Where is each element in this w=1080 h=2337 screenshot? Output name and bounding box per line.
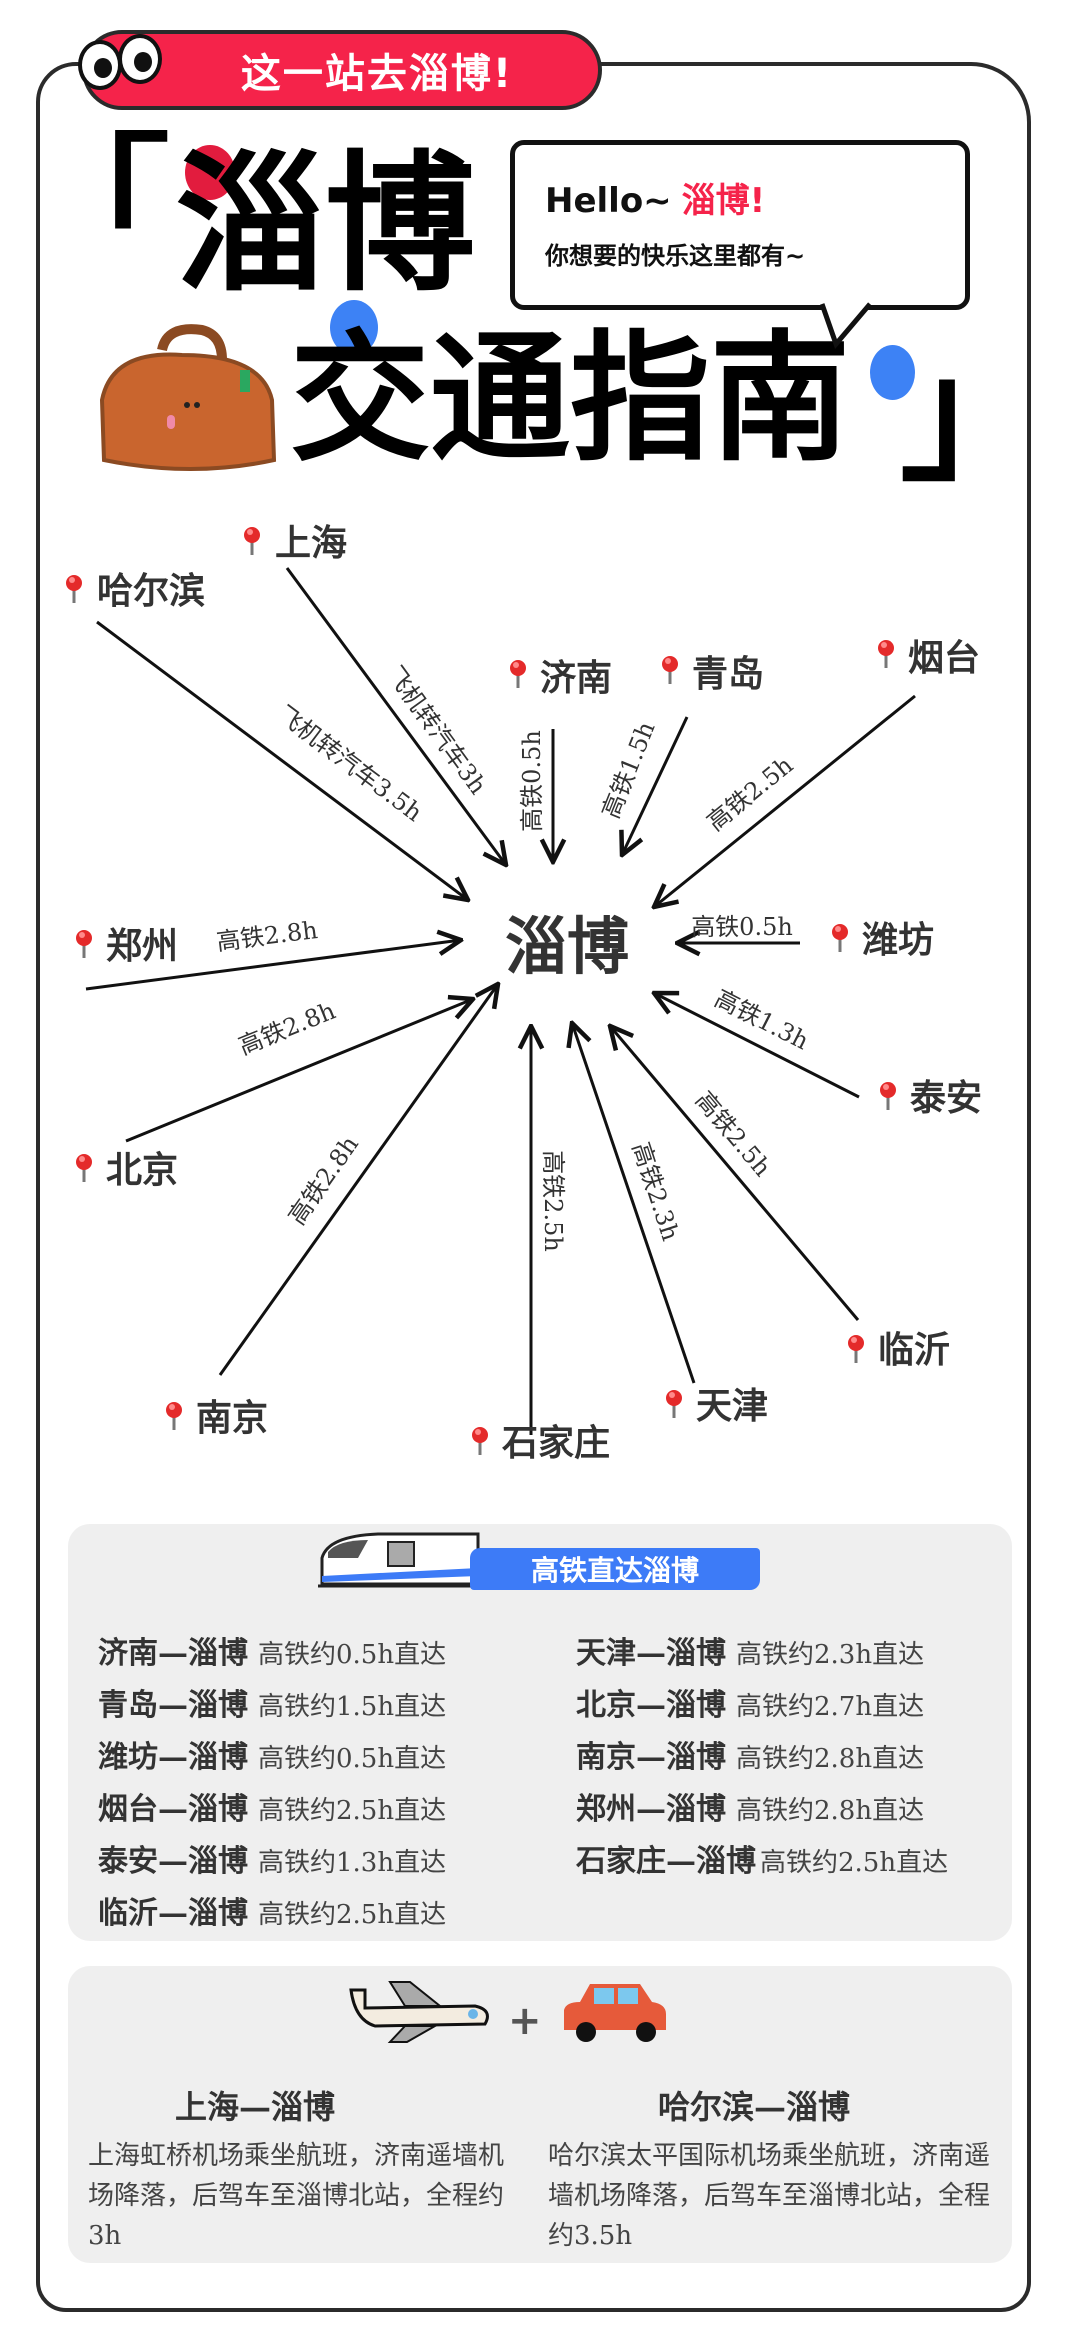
blue-dot <box>870 345 915 400</box>
arrow-linyi <box>610 1026 860 1321</box>
rail-detail: 高铁约2.5h直达 <box>258 1900 447 1930</box>
car-icon <box>564 1984 666 2042</box>
rail-route: 潍坊—淄博 <box>98 1740 248 1775</box>
title-guide: 交通指南 <box>290 318 851 481</box>
rail-row: 青岛—淄博高铁约1.5h直达 <box>98 1680 446 1724</box>
flight-panel <box>68 1966 1012 2263</box>
plane-icon <box>349 1981 489 2043</box>
header-banner: 这一站去淄博! <box>82 30 602 110</box>
rail-row: 郑州—淄博高铁约2.8h直达 <box>576 1784 924 1828</box>
arrow-nanjing <box>218 984 498 1376</box>
city-taian: 泰安 <box>910 1077 982 1119</box>
route-map: 淄博 哈尔滨 上海 济南 青岛 烟台 郑州 潍坊 泰安 北京 临沂 南京 石家庄… <box>64 522 982 1464</box>
bag-icon <box>92 320 282 475</box>
city-harbin: 哈尔滨 <box>97 570 205 612</box>
bubble-tail <box>820 302 872 349</box>
arrow-taian <box>654 993 860 1099</box>
rail-panel <box>68 1524 1012 1941</box>
label-zhengzhou: 高铁2.8h <box>215 916 319 956</box>
arrow-zhengzhou <box>85 940 461 991</box>
city-nanjing: 南京 <box>196 1397 268 1439</box>
rail-detail: 高铁约2.7h直达 <box>736 1692 925 1722</box>
rail-route: 南京—淄博 <box>576 1740 726 1775</box>
bracket-close: 」 <box>900 328 1051 502</box>
rail-route: 郑州—淄博 <box>576 1792 726 1827</box>
city-qingdao: 青岛 <box>692 653 764 695</box>
arrow-harbin <box>96 620 468 900</box>
rail-route: 烟台—淄博 <box>98 1792 248 1827</box>
arrow-qingdao <box>622 716 689 855</box>
rail-row: 石家庄—淄博高铁约2.5h直达 <box>576 1836 948 1880</box>
rail-tag: 高铁直达淄博 <box>470 1548 760 1590</box>
label-jinan: 高铁0.5h <box>518 730 546 832</box>
rail-detail: 高铁约1.3h直达 <box>258 1848 447 1878</box>
rail-detail: 高铁约2.5h直达 <box>760 1848 949 1878</box>
rail-route: 临沂—淄博 <box>98 1896 248 1931</box>
city-tianjin: 天津 <box>696 1385 768 1427</box>
bubble-hello: Hello~ <box>545 181 672 221</box>
rail-row: 济南—淄博高铁约0.5h直达 <box>98 1628 446 1672</box>
city-weifang: 潍坊 <box>862 919 934 961</box>
flight-desc-harbin: 哈尔滨太平国际机场乘坐航班，济南遥墙机场降落，后驾车至淄博北站，全程约3.5h <box>548 2141 991 2251</box>
rail-detail: 高铁约2.8h直达 <box>736 1796 925 1826</box>
eye-icon <box>118 34 162 84</box>
rail-route: 石家庄—淄博 <box>576 1844 756 1879</box>
arrow-beijing <box>125 999 473 1143</box>
flight-title-shanghai: 上海—淄博 <box>175 2088 336 2126</box>
speech-bubble: Hello~淄博! 你想要的快乐这里都有~ <box>510 140 970 310</box>
bubble-zibo: 淄博! <box>681 181 766 221</box>
bracket-open: 「 <box>20 130 170 280</box>
flight-title-harbin: 哈尔滨—淄博 <box>658 2088 851 2126</box>
label-beijing: 高铁2.8h <box>235 997 340 1061</box>
rail-detail: 高铁约2.3h直达 <box>736 1640 925 1670</box>
plus-sign: + <box>508 1998 542 2044</box>
rail-route: 天津—淄博 <box>576 1636 726 1671</box>
rail-row: 天津—淄博高铁约2.3h直达 <box>576 1628 924 1672</box>
label-shijiazhuang: 高铁2.5h <box>539 1150 567 1252</box>
label-nanjing: 高铁2.8h <box>283 1131 364 1230</box>
arrow-yantai <box>654 694 916 907</box>
rail-detail: 高铁约2.8h直达 <box>736 1744 925 1774</box>
rail-route: 北京—淄博 <box>576 1688 726 1723</box>
rail-detail: 高铁约1.5h直达 <box>258 1692 447 1722</box>
bubble-subtitle: 你想要的快乐这里都有~ <box>545 242 806 270</box>
train-icon <box>318 1532 486 1588</box>
city-shanghai: 上海 <box>275 522 347 564</box>
label-tianjin: 高铁2.3h <box>627 1139 685 1244</box>
label-harbin: 飞机转汽车3.5h <box>272 700 428 827</box>
rail-detail: 高铁约2.5h直达 <box>258 1796 447 1826</box>
rail-route: 泰安—淄博 <box>98 1844 248 1879</box>
label-weifang: 高铁0.5h <box>691 913 793 941</box>
label-yantai: 高铁2.5h <box>702 751 799 837</box>
city-yantai: 烟台 <box>908 637 980 679</box>
red-dot <box>185 145 235 200</box>
blue-dot <box>330 300 378 355</box>
rail-row: 北京—淄博高铁约2.7h直达 <box>576 1680 924 1724</box>
label-taian: 高铁1.3h <box>710 984 813 1055</box>
rail-row: 泰安—淄博高铁约1.3h直达 <box>98 1836 446 1880</box>
rail-row: 南京—淄博高铁约2.8h直达 <box>576 1732 924 1776</box>
center-city: 淄博 <box>505 910 629 983</box>
city-zhengzhou: 郑州 <box>106 925 178 967</box>
eye-icon <box>78 40 122 90</box>
city-beijing: 北京 <box>106 1149 178 1191</box>
rail-route: 济南—淄博 <box>98 1636 248 1671</box>
rail-detail: 高铁约0.5h直达 <box>258 1640 447 1670</box>
city-shijiazhuang: 石家庄 <box>502 1422 610 1464</box>
flight-desc-shanghai: 上海虹桥机场乘坐航班，济南遥墙机场降落，后驾车至淄博北站，全程约3h <box>88 2141 505 2251</box>
title-zibo: 淄博 <box>175 138 476 312</box>
rail-route: 青岛—淄博 <box>98 1688 248 1723</box>
arrow-tianjin <box>572 1023 696 1384</box>
label-shanghai: 飞机转汽车3h <box>381 661 492 799</box>
city-jinan: 济南 <box>540 657 612 699</box>
city-linyi: 临沂 <box>878 1329 950 1371</box>
label-qingdao: 高铁1.5h <box>597 718 661 823</box>
rail-row: 烟台—淄博高铁约2.5h直达 <box>98 1784 446 1828</box>
rail-detail: 高铁约0.5h直达 <box>258 1744 447 1774</box>
arrow-shanghai <box>285 567 506 865</box>
rail-row: 潍坊—淄博高铁约0.5h直达 <box>98 1732 446 1776</box>
rail-row: 临沂—淄博高铁约2.5h直达 <box>98 1888 446 1932</box>
